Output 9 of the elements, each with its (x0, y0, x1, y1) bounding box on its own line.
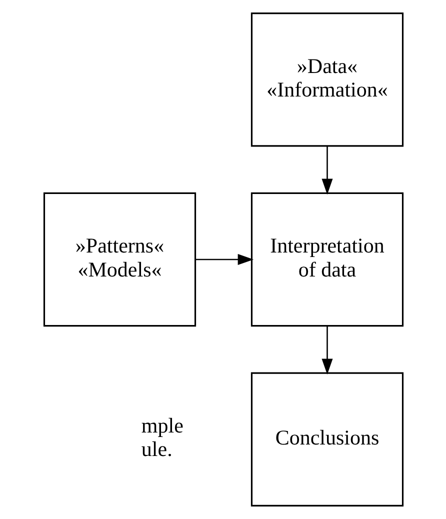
label: ule. (140, 437, 172, 462)
arrow (321, 146, 332, 195)
node-box: »Patterns« «Models« (42, 192, 196, 327)
node-box: »Data« «Information« (250, 12, 404, 147)
label: mple (140, 414, 183, 438)
node-box: Conclusions (250, 372, 404, 506)
node-box: Interpretation of data (250, 192, 404, 327)
arrow (195, 254, 254, 266)
arrow (321, 326, 332, 374)
